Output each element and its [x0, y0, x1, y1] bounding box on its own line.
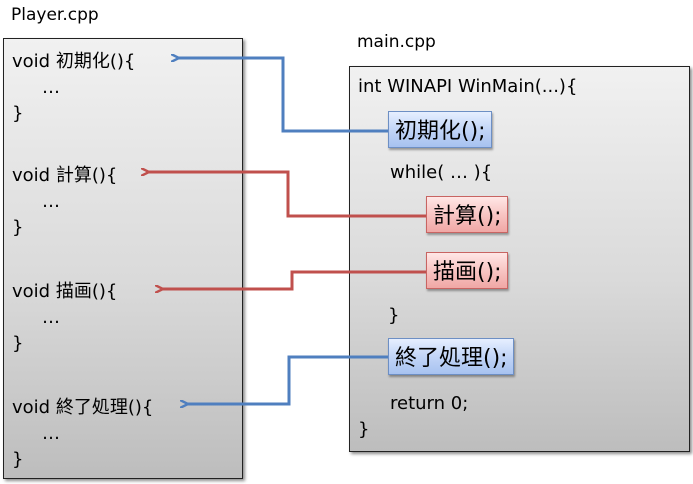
player-file-panel: void 初期化(){ … } void 計算(){ … } void 描画()…: [3, 38, 243, 479]
player-func-calc-body: …: [42, 191, 60, 212]
call-final-box: 終了処理();: [388, 338, 514, 375]
player-func-final-body: …: [42, 423, 60, 444]
player-file-label: Player.cpp: [11, 5, 99, 25]
player-func-final-close: }: [12, 449, 24, 470]
main-winmain-header: int WINAPI WinMain(...){: [358, 76, 578, 97]
player-func-init-signature: void 初期化(){: [12, 51, 136, 72]
player-func-draw-signature: void 描画(){: [12, 281, 118, 302]
main-while-close: }: [388, 305, 400, 326]
player-func-calc-signature: void 計算(){: [12, 165, 118, 186]
player-func-calc-close: }: [12, 217, 24, 238]
main-while-line: while( … ){: [390, 162, 493, 183]
main-file-label: main.cpp: [357, 32, 436, 52]
main-return-line: return 0;: [390, 393, 469, 414]
player-func-init-body: …: [42, 77, 60, 98]
player-func-final-signature: void 終了処理(){: [12, 397, 154, 418]
main-winmain-close: }: [358, 419, 370, 440]
call-init-box: 初期化();: [388, 111, 492, 148]
call-draw-box: 描画();: [426, 252, 508, 289]
call-calc-box: 計算();: [426, 196, 508, 233]
player-func-draw-body: …: [42, 307, 60, 328]
player-func-init-close: }: [12, 103, 24, 124]
player-func-draw-close: }: [12, 333, 24, 354]
